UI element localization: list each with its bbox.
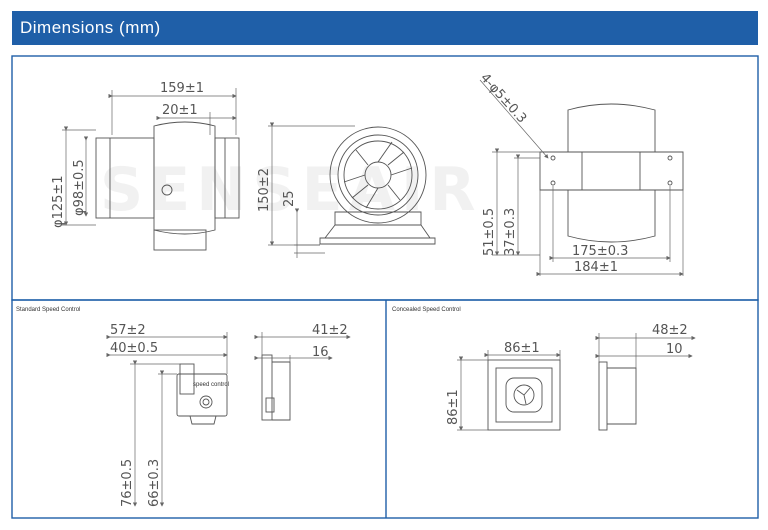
standard-control-front xyxy=(176,363,228,425)
dim-height: 150±2 xyxy=(257,168,272,212)
dim-std-w1: 57±2 xyxy=(110,323,146,338)
dim-holes: 4-φ5±0.3 xyxy=(477,71,529,127)
dim-conc-d2: 10 xyxy=(666,342,683,357)
dim-mount-w2: 184±1 xyxy=(574,260,618,275)
concealed-dimensions xyxy=(457,333,696,431)
concealed-control-side xyxy=(598,361,637,431)
dim-inner-dia: φ98±0.5 xyxy=(72,159,87,216)
fan-front-view xyxy=(319,126,436,245)
dim-outer-dia: φ125±1 xyxy=(51,175,66,228)
dim-std-w2: 40±0.5 xyxy=(110,341,158,356)
watermark-text: SENSEAIR xyxy=(100,155,482,225)
fan-side-view xyxy=(95,121,240,251)
standard-dimensions xyxy=(106,332,351,507)
section-title: Dimensions (mm) xyxy=(20,18,161,37)
side-view-dimensions xyxy=(62,88,237,226)
dim-mount-h1: 51±0.5 xyxy=(482,208,497,256)
standard-control-label: speed control xyxy=(193,382,229,388)
dim-base: 25 xyxy=(282,190,297,207)
dim-conc-w: 86±1 xyxy=(504,341,540,356)
dim-conc-h: 86±1 xyxy=(446,389,461,425)
dim-std-h1: 76±0.5 xyxy=(120,459,135,507)
dim-std-h2: 66±0.3 xyxy=(147,459,162,507)
dim-mount-h2: 37±0.3 xyxy=(503,208,518,256)
dim-mount-w1: 175±0.3 xyxy=(572,244,628,259)
standard-control-side xyxy=(261,354,291,421)
concealed-caption: Concealed Speed Control xyxy=(392,307,461,313)
section-header: Dimensions (mm) xyxy=(12,11,758,45)
mount-view-dimensions xyxy=(479,79,684,277)
front-view-dimensions xyxy=(268,122,355,258)
fan-mount-view xyxy=(539,103,684,243)
dim-conc-d1: 48±2 xyxy=(652,323,688,338)
dim-flange: 20±1 xyxy=(162,103,198,118)
bottom-panels xyxy=(11,299,759,519)
standard-caption: Standard Speed Control xyxy=(16,307,80,313)
dim-length: 159±1 xyxy=(160,81,204,96)
concealed-control-front xyxy=(487,359,561,431)
dim-std-d2: 16 xyxy=(312,345,329,360)
dim-std-d1: 41±2 xyxy=(312,323,348,338)
